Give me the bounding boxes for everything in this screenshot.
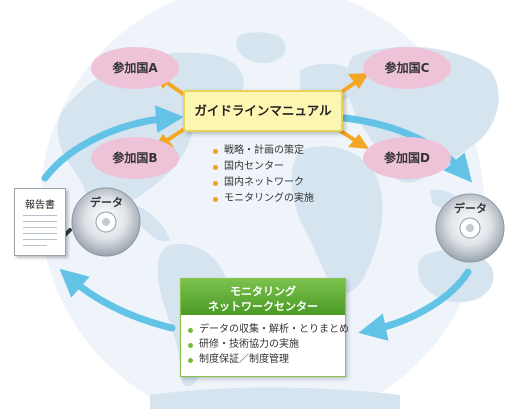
monitoring-item: 研修・技術協力の実施: [188, 337, 349, 352]
cycle-arrow-right-to-monitoring: [358, 268, 472, 341]
guideline-item: 国内センター: [213, 159, 314, 175]
report-line: [23, 221, 57, 222]
cycle-arrow-left-to-guide: [41, 105, 184, 182]
country-d-label: 参加国D: [384, 151, 430, 165]
monitoring-center-header: モニタリング ネットワークセンター: [181, 279, 345, 315]
report-line: [23, 233, 57, 234]
guideline-list: 戦略・計画の策定 国内センター 国内ネットワーク モニタリングの実施: [213, 143, 314, 207]
country-d-oval: 参加国D: [363, 137, 451, 179]
monitoring-item: 制度保証／制度管理: [188, 352, 349, 367]
country-b-label: 参加国B: [112, 151, 158, 165]
data-left-label: データ: [90, 196, 123, 209]
guideline-title: ガイドラインマニュアル: [194, 103, 332, 118]
disc-icon-left: [71, 187, 141, 257]
guideline-item: モニタリングの実施: [213, 191, 314, 207]
cycle-arrow-monitoring-to-left: [59, 268, 176, 332]
report-document-icon: 報告書: [14, 188, 66, 256]
monitoring-title-line2: ネットワークセンター: [208, 300, 318, 313]
monitoring-center-box: モニタリング ネットワークセンター: [180, 278, 346, 377]
disc-icon-right: [435, 193, 505, 263]
country-c-label: 参加国C: [384, 61, 430, 75]
guideline-item: 戦略・計画の策定: [213, 143, 314, 159]
report-line: [23, 239, 57, 240]
country-a-label: 参加国A: [112, 61, 158, 75]
country-b-oval: 参加国B: [91, 137, 179, 179]
guideline-box: ガイドラインマニュアル: [183, 90, 343, 132]
data-right-label: データ: [454, 202, 487, 215]
country-c-oval: 参加国C: [363, 47, 451, 89]
monitoring-item: データの収集・解析・とりまとめ: [188, 322, 349, 337]
report-line: [23, 227, 57, 228]
country-a-oval: 参加国A: [91, 47, 179, 89]
report-line: [23, 215, 57, 216]
report-line: [23, 245, 47, 246]
monitoring-title-line1: モニタリング: [230, 285, 296, 298]
monitoring-list: データの収集・解析・とりまとめ 研修・技術協力の実施 制度保証／制度管理: [188, 322, 349, 367]
report-label: 報告書: [25, 200, 55, 211]
guideline-item: 国内ネットワーク: [213, 175, 314, 191]
